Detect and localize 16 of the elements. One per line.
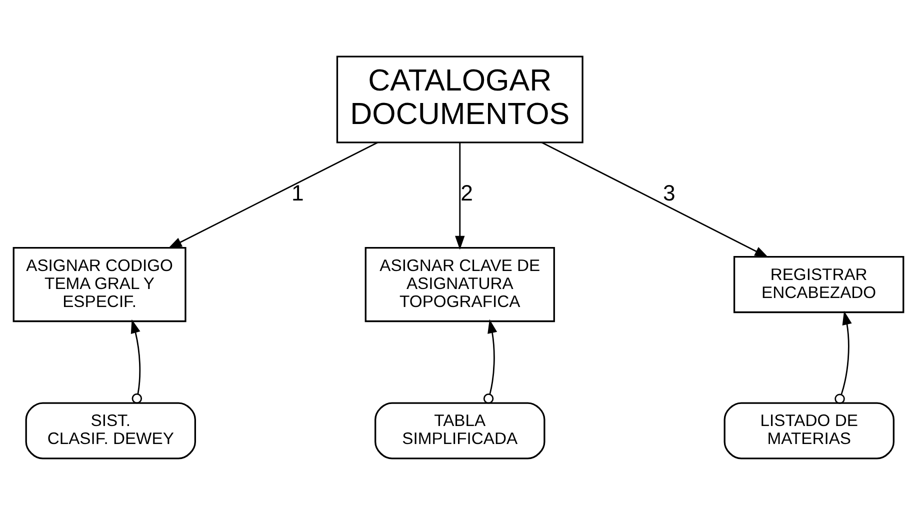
- node-box: ASIGNAR CLAVE DE ASIGNATURA TOPOGRAFICA: [364, 246, 555, 322]
- edge-label: 1: [292, 180, 304, 205]
- node-box: TABLA SIMPLIFICADA: [374, 402, 546, 459]
- arrow: [130, 318, 142, 404]
- arrow: [168, 141, 378, 248]
- arrow: [483, 318, 498, 404]
- edge-label: 2: [460, 180, 473, 205]
- arrow: [455, 142, 465, 250]
- arrow: [834, 310, 852, 404]
- node-box: REGISTRAR ENCABEZADO: [733, 255, 904, 313]
- node-box: ASIGNAR CODIGO TEMA GRAL Y ESPECIF.: [12, 246, 186, 322]
- arrow: [541, 141, 769, 258]
- node-box: CATALOGAR DOCUMENTOS: [336, 55, 584, 143]
- node-box: LISTADO DE MATERIAS: [724, 402, 894, 459]
- node-box: SIST. CLASIF. DEWEY: [25, 402, 196, 459]
- edge-label: 3: [662, 180, 676, 205]
